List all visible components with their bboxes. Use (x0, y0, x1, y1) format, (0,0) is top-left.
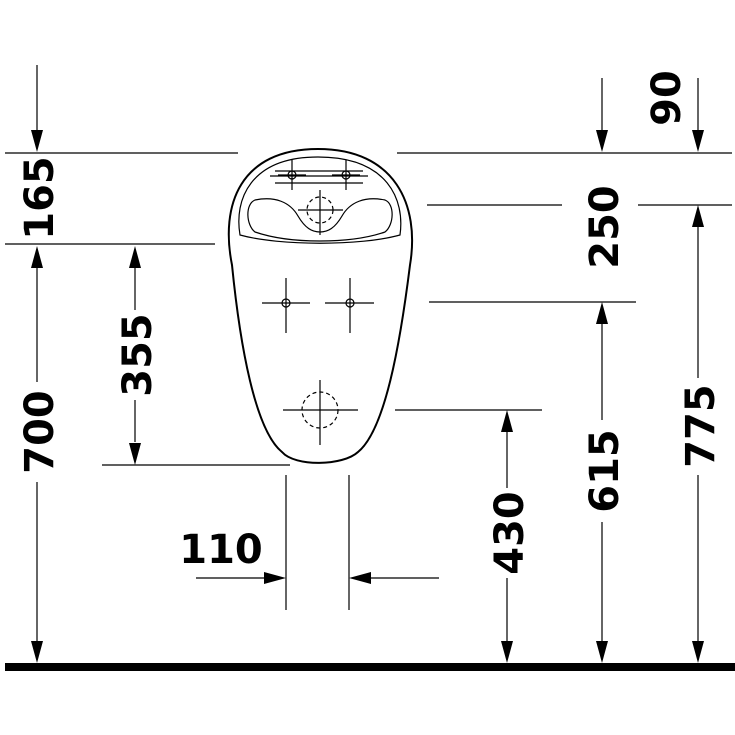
label-110: 110 (179, 527, 263, 573)
dim-90-line (596, 78, 704, 152)
dim-165-line (31, 65, 43, 152)
reference-lines (5, 152, 732, 610)
label-700: 700 (17, 390, 63, 474)
label-250: 250 (582, 185, 628, 269)
floor-line (5, 663, 735, 671)
dim-615-line (596, 302, 608, 663)
urinal-outline (227, 147, 414, 464)
label-430: 430 (487, 491, 533, 575)
bowl-inner (247, 198, 393, 242)
label-165: 165 (17, 156, 63, 240)
dim-775-line (692, 205, 704, 663)
dim-700-line (31, 246, 43, 663)
top-fixing-left (278, 160, 306, 190)
wall-fixing-right (325, 278, 374, 333)
dim-110-line (196, 572, 439, 584)
label-615: 615 (582, 429, 628, 513)
dim-430-line (501, 410, 513, 663)
wall-fixing-left (262, 278, 310, 333)
label-355: 355 (115, 313, 161, 397)
urinal-body (227, 147, 414, 464)
label-90: 90 (644, 70, 690, 126)
water-inlet-mark (298, 190, 343, 235)
urinal-inner-rim (238, 156, 402, 244)
top-fixing-right (332, 160, 360, 190)
outlet-mark (283, 380, 358, 445)
label-775: 775 (678, 384, 724, 468)
dim-355-line (129, 246, 141, 465)
